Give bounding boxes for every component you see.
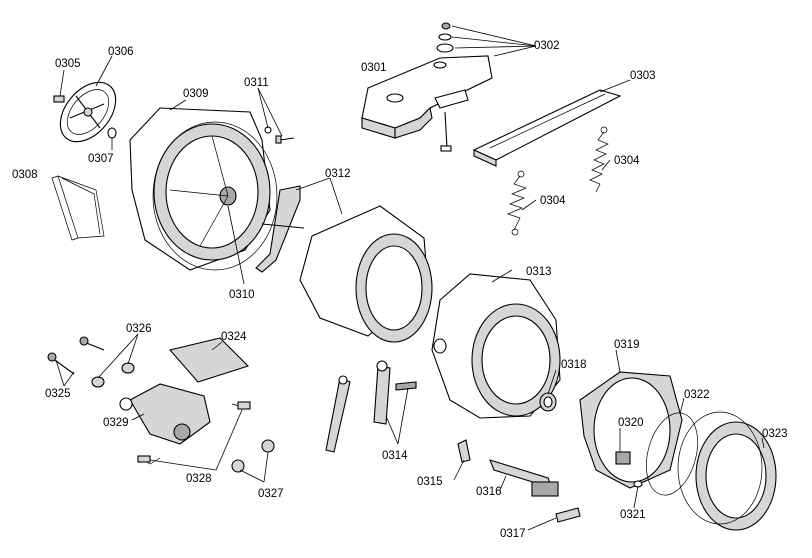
part-0313-front-tub [431, 273, 561, 419]
leader-lines [55, 25, 765, 531]
part-0315-clip [457, 439, 471, 463]
part-0301-counterweight [361, 55, 493, 139]
label-0312: 0312 [325, 168, 351, 180]
label-0304-right: 0304 [614, 155, 640, 167]
label-0321: 0321 [620, 509, 646, 521]
part-0328-wires [137, 401, 251, 465]
part-0304-spring-right [589, 126, 609, 193]
label-0324: 0324 [221, 331, 247, 343]
part-0307-nut [107, 127, 117, 139]
label-0302: 0302 [534, 40, 560, 52]
part-0310-gasket-ring [152, 121, 278, 271]
label-0322: 0322 [684, 389, 710, 401]
label-0327: 0327 [258, 488, 284, 500]
part-0302-fasteners [436, 22, 454, 152]
label-0320: 0320 [618, 417, 644, 429]
label-0325: 0325 [45, 388, 71, 400]
part-0327-grommets [231, 439, 275, 473]
label-0319: 0319 [614, 339, 640, 351]
part-0326-nuts [91, 362, 135, 388]
label-0326: 0326 [126, 323, 152, 335]
label-0310: 0310 [229, 289, 255, 301]
label-0315: 0315 [417, 476, 443, 488]
part-0305-bolt [53, 95, 65, 103]
label-0323: 0323 [762, 428, 788, 440]
part-labels: 0301 0302 0303 0304 0304 0305 0306 0307 … [12, 40, 788, 540]
label-0314: 0314 [382, 450, 408, 462]
label-0328: 0328 [186, 473, 212, 485]
label-0301: 0301 [361, 62, 387, 74]
label-0304-left: 0304 [540, 195, 566, 207]
label-0329: 0329 [103, 417, 129, 429]
part-0324-packet [168, 337, 250, 383]
label-0306: 0306 [108, 46, 134, 58]
part-0329-valve [119, 383, 211, 445]
label-0305: 0305 [55, 58, 81, 70]
part-0322-clamp [646, 412, 698, 496]
label-0318: 0318 [561, 359, 587, 371]
part-0316-heater [489, 459, 559, 497]
label-0303: 0303 [630, 70, 656, 82]
label-0308: 0308 [12, 169, 38, 181]
part-0318-seal [539, 392, 557, 412]
label-0316: 0316 [476, 486, 502, 498]
label-0311: 0311 [244, 77, 269, 89]
part-0304-spring-left [507, 170, 527, 236]
label-0307: 0307 [88, 153, 114, 165]
part-0325-screws [47, 336, 105, 375]
part-0311-screws [264, 126, 295, 144]
part-0314-shock-absorbers [325, 360, 417, 453]
part-0319-front-ring [579, 371, 683, 489]
part-0309-rear-tub [129, 107, 271, 271]
part-0317-sensor [555, 507, 581, 523]
label-0317: 0317 [500, 528, 526, 540]
label-0313: 0313 [526, 266, 552, 278]
part-0306-pulley [59, 81, 117, 143]
part-0312-drum [255, 185, 433, 343]
part-0303-bracket [472, 89, 622, 167]
part-0308-belt [51, 175, 105, 241]
label-0309: 0309 [183, 88, 209, 100]
part-0323-bellow [677, 411, 777, 531]
